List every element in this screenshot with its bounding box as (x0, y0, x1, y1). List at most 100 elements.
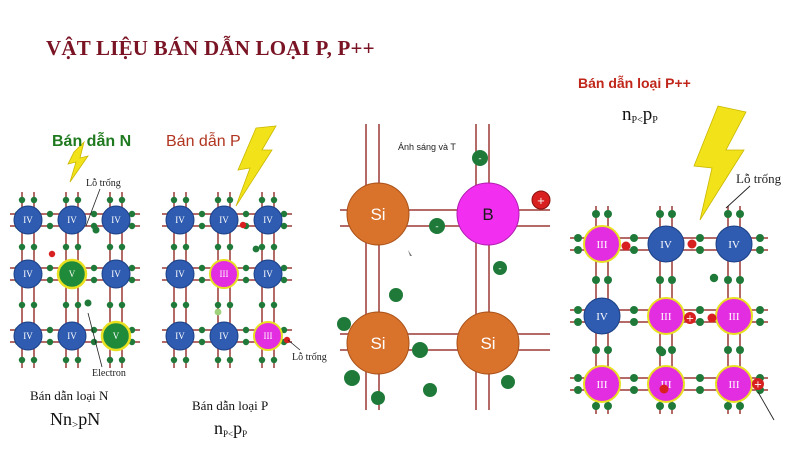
bond-electron (198, 276, 206, 284)
bond-electron (696, 246, 704, 254)
bond-electron (656, 276, 664, 284)
relation-n-mid: > (72, 419, 78, 431)
bond-electron (242, 326, 250, 334)
bond-electron (118, 243, 126, 251)
bond-electron (668, 276, 676, 284)
bond-electron (724, 346, 732, 354)
bond-electron (242, 264, 250, 272)
panel-n-hole-label: Lỗ trống (86, 178, 121, 189)
cursor-icon (408, 250, 412, 256)
bond-electron (198, 264, 206, 272)
panel-n-caption: Bán dẫn loại N (30, 388, 109, 403)
bond-electron (46, 338, 54, 346)
bond-electron (90, 210, 98, 218)
atom-iii (583, 365, 621, 403)
hole (659, 384, 669, 394)
bond-electron (118, 356, 126, 364)
atom-label: III (597, 239, 608, 251)
atom-iv (57, 321, 87, 351)
atom-label: IV (596, 311, 608, 323)
bond-electron (280, 264, 288, 272)
relation-n-sub: pN (78, 409, 100, 429)
hole (687, 239, 697, 249)
hole (684, 312, 696, 324)
atom-label: IV (23, 269, 33, 279)
atom-label: IV (263, 269, 273, 279)
atom-v (100, 320, 132, 352)
atom-label: III (661, 311, 672, 323)
free-electron (252, 245, 260, 253)
hole (239, 221, 247, 229)
bond-electron (62, 196, 70, 204)
electron (412, 342, 428, 358)
bond-electron (128, 276, 136, 284)
bond-electron (280, 222, 288, 230)
bond-electron (574, 374, 582, 382)
lightning-icon (235, 125, 277, 207)
bond-electron (756, 318, 764, 326)
atom-iv (13, 321, 43, 351)
bond-electron (604, 276, 612, 284)
bond-electron (696, 374, 704, 382)
atom-label: IV (219, 331, 229, 341)
hole (621, 241, 631, 251)
atom-iv (715, 225, 753, 263)
atom-label: V (69, 269, 76, 279)
panel-ppp-header: Bán dẫn loại P++ (578, 75, 691, 91)
bond-electron (696, 318, 704, 326)
atom-b (456, 182, 520, 246)
atom-iv (13, 205, 43, 235)
bond-electron (574, 318, 582, 326)
bond-electron (170, 243, 178, 251)
relation-n-main: Nn (50, 409, 72, 429)
bond-electron (214, 243, 222, 251)
atom-label: IV (728, 239, 740, 251)
bond-electron (106, 356, 114, 364)
bond-electron (182, 301, 190, 309)
electron (389, 288, 403, 302)
bond-electron (62, 243, 70, 251)
panel-n-header: Bán dẫn N (52, 131, 131, 150)
bond-electron (656, 402, 664, 410)
hole (752, 378, 764, 390)
atom-label: IV (111, 215, 121, 225)
atom-iii (647, 297, 685, 335)
atom-iii (647, 365, 685, 403)
atom-label: III (661, 379, 672, 391)
hole (531, 190, 551, 210)
bond-electron (756, 246, 764, 254)
bond-electron (30, 356, 38, 364)
bond-electron (46, 222, 54, 230)
atom-label: B (482, 205, 493, 224)
bond-electron (170, 196, 178, 204)
bond-electron (182, 356, 190, 364)
bond-electron (18, 356, 26, 364)
bond-electron (62, 301, 70, 309)
bond-electron (270, 243, 278, 251)
hole-sign: + (537, 196, 545, 207)
atom-label: IV (67, 331, 77, 341)
bond-electron (756, 306, 764, 314)
bond-electron (74, 196, 82, 204)
atom-iii (583, 225, 621, 263)
bond-electron (182, 243, 190, 251)
bond-electron (242, 210, 250, 218)
hole (48, 250, 56, 258)
bond-electron (198, 326, 206, 334)
atom-label: IV (175, 331, 185, 341)
atom-iv (165, 205, 195, 235)
panel-n-relation: Nn>pN (50, 409, 100, 431)
lightning-icon (693, 105, 747, 221)
atom-label: Si (370, 334, 385, 353)
atom-iv (583, 297, 621, 335)
bond-electron (604, 210, 612, 218)
bond-electron (128, 264, 136, 272)
electron (493, 261, 507, 275)
bond-electron (630, 386, 638, 394)
slide-title: VẬT LIỆU BÁN DẪN LOẠI P, P++ (46, 36, 375, 60)
